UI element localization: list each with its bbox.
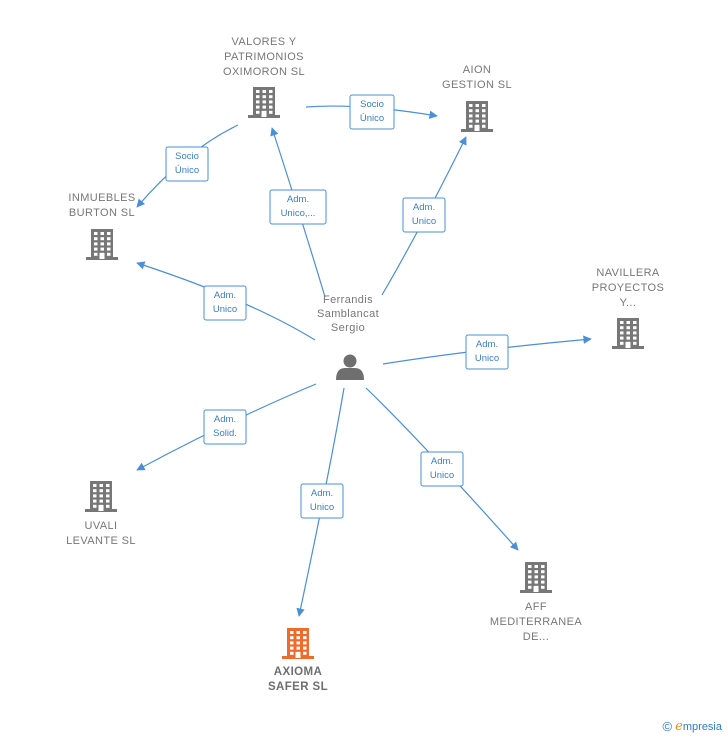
copyright-symbol: © <box>662 719 673 734</box>
edge-label-text: Unico <box>412 216 436 227</box>
edge-label-text: Unico <box>430 470 454 481</box>
edges-layer: SocioÚnicoSocioÚnicoAdm.Unico,...Adm.Uni… <box>136 94 592 617</box>
company-name-line: PROYECTOS <box>592 282 664 294</box>
node-axioma[interactable]: AXIOMA SAFER SL <box>268 628 328 693</box>
node-aion[interactable]: AION GESTION SL <box>442 64 512 132</box>
company-name-line: AION <box>463 64 492 76</box>
edge-center-navillera: Adm. Unico <box>382 334 592 370</box>
copyright-notice: © empresia <box>663 719 722 734</box>
edge-label-text: Adm. <box>413 202 435 213</box>
company-name-line: PATRIMONIOS <box>224 51 304 63</box>
edge-center-aion: Adm. Unico <box>381 136 467 296</box>
node-aff[interactable]: AFF MEDITERRANEA DE... <box>490 562 582 643</box>
edge-label-box[interactable] <box>349 94 395 130</box>
brand-name: mpresia <box>682 721 722 733</box>
edge-label-text: Unico <box>310 502 334 513</box>
edge-label-text: Adm. <box>214 414 236 425</box>
edge-label-text: Socio <box>360 99 384 110</box>
edge-label-text: Unico <box>475 353 499 364</box>
company-name-line: BURTON SL <box>69 207 135 219</box>
building-icon <box>86 229 118 260</box>
person-name-line: Samblancat <box>317 308 379 320</box>
company-name-line: VALORES Y <box>232 36 297 48</box>
edge-center-axioma: Adm. Unico <box>296 387 345 617</box>
edge-label-text: Adm. <box>311 488 333 499</box>
company-name-line: LEVANTE SL <box>66 535 136 547</box>
company-name-line: SAFER SL <box>268 681 328 693</box>
edge-label-box[interactable] <box>269 189 327 225</box>
edge-label-box[interactable] <box>465 334 509 370</box>
person-name-line: Sergio <box>331 322 365 334</box>
building-icon <box>85 481 117 512</box>
company-name-line: GESTION SL <box>442 79 512 91</box>
company-name-line: MEDITERRANEA <box>490 616 582 628</box>
edge-label-text: Único <box>175 165 199 176</box>
node-valores[interactable]: VALORES Y PATRIMONIOS OXIMORON SL <box>223 36 305 118</box>
edge-label-box[interactable] <box>300 483 344 519</box>
company-name-line: AXIOMA <box>274 666 322 678</box>
edge-label-text: Adm. <box>214 290 236 301</box>
building-icon <box>248 87 280 118</box>
edge-center-aff: Adm. Unico <box>365 387 519 551</box>
company-name-line: INMUEBLES <box>68 192 135 204</box>
edge-center-uvali: Adm. Solid. <box>136 383 317 471</box>
edge-label-text: Socio <box>175 151 199 162</box>
edge-label-text: Adm. <box>476 339 498 350</box>
node-uvali[interactable]: UVALI LEVANTE SL <box>66 481 136 547</box>
edge-label-text: Adm. <box>287 194 309 205</box>
edge-label-text: Único <box>360 113 384 124</box>
edge-label-box[interactable] <box>203 285 247 321</box>
building-icon <box>282 628 314 659</box>
edge-label-text: Adm. <box>431 456 453 467</box>
company-name-line: DE... <box>523 631 549 643</box>
edge-label-box[interactable] <box>402 197 446 233</box>
building-icon <box>612 318 644 349</box>
company-name-line: OXIMORON SL <box>223 66 305 78</box>
company-name-line: NAVILLERA <box>596 267 660 279</box>
company-name-line: Y... <box>620 297 637 309</box>
edge-label-box[interactable] <box>165 146 209 182</box>
edge-label-text: Unico <box>213 304 237 315</box>
person-name-line: Ferrandis <box>323 294 373 306</box>
company-name-line: AFF <box>525 601 547 613</box>
building-icon <box>520 562 552 593</box>
node-navillera[interactable]: NAVILLERA PROYECTOS Y... <box>592 267 664 349</box>
edge-label-text: Unico,... <box>281 208 316 219</box>
edge-label-text: Solid. <box>213 428 237 439</box>
edge-label-box[interactable] <box>420 451 464 487</box>
brand-initial: e <box>675 719 683 734</box>
company-name-line: UVALI <box>85 520 118 532</box>
edge-center-valores: Adm. Unico,... <box>269 127 327 298</box>
person-icon <box>336 354 364 380</box>
building-icon <box>461 101 493 132</box>
edge-label-box[interactable] <box>203 409 247 445</box>
edge-center-inmuebles: Adm. Unico <box>136 261 316 341</box>
node-inmuebles[interactable]: INMUEBLES BURTON SL <box>68 192 135 260</box>
